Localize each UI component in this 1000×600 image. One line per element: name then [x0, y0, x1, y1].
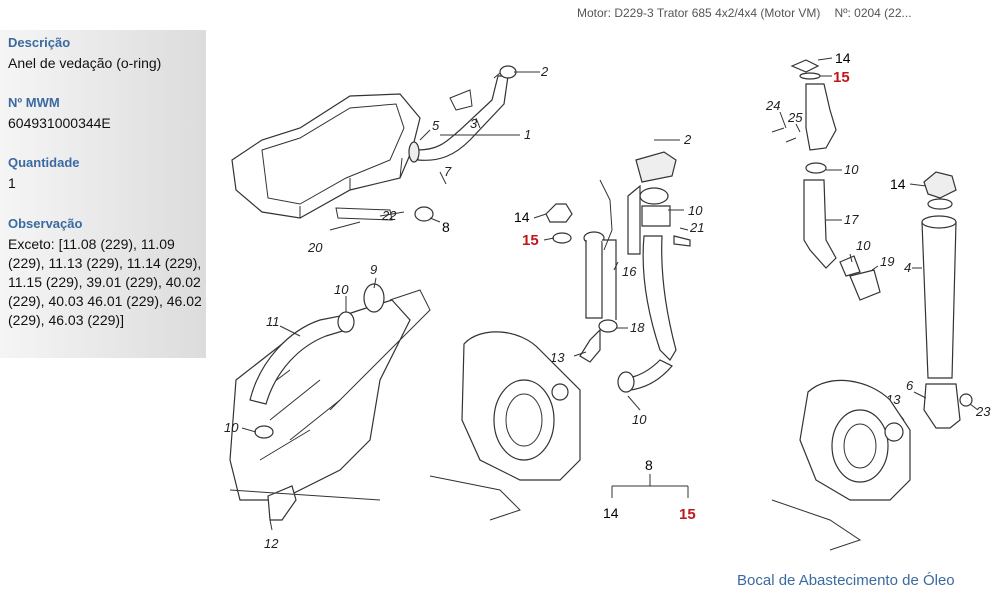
tree-parent-8: 8 [645, 457, 653, 473]
callout-24: 24 [765, 98, 780, 113]
callout-10-left-bottom: 10 [224, 420, 239, 435]
callout-14-right-top: 14 [835, 50, 851, 66]
engine-block-left [229, 283, 431, 521]
tree-child-14: 14 [603, 505, 619, 521]
callout-6: 6 [906, 378, 914, 393]
callout-15-right-top: 15 [833, 69, 850, 86]
engine-block-right [771, 379, 911, 551]
drawing-number: Nº: 0204 (22... [834, 6, 912, 20]
callout-8: 8 [442, 219, 450, 235]
callout-14-right: 14 [890, 176, 906, 192]
callout-17: 17 [844, 212, 859, 227]
callout-23: 23 [975, 404, 991, 419]
callout-16: 16 [622, 264, 637, 279]
callout-5: 5 [432, 118, 440, 133]
page-header: Motor: D229-3 Trator 685 4x2/4x4 (Motor … [577, 6, 912, 20]
observation-value: Exceto: [11.08 (229), 11.09 (229), 11.13… [8, 236, 202, 328]
callout-12: 12 [264, 536, 279, 551]
quantity-label: Quantidade [8, 155, 80, 170]
callout-14-center: 14 [514, 209, 530, 225]
callout-19: 19 [880, 254, 894, 269]
observation-label: Observação [8, 216, 83, 231]
callout-2: 2 [540, 64, 549, 79]
kit-tree-diagram: 8 14 15 [603, 457, 696, 523]
oil-pan-drawing [231, 93, 434, 222]
diagram-title: Bocal de Abastecimento de Óleo [737, 572, 955, 589]
callout-10-center-bottom: 10 [632, 412, 647, 427]
callout-9: 9 [370, 262, 377, 277]
callout-4: 4 [904, 260, 911, 275]
callout-21: 21 [689, 220, 704, 235]
mwm-number-label: Nº MWM [8, 95, 60, 110]
callout-22: 22 [381, 208, 397, 223]
callout-7: 7 [444, 164, 452, 179]
quantity-value: 1 [8, 175, 16, 191]
oil-pan-leader-lines [329, 71, 540, 231]
callout-10-right-top: 10 [844, 162, 859, 177]
callout-1: 1 [524, 127, 531, 142]
callout-2-center: 2 [683, 132, 692, 147]
callout-10-center-top: 10 [688, 203, 703, 218]
callout-11: 11 [266, 314, 280, 329]
tree-child-15: 15 [679, 506, 696, 523]
callout-15-center: 15 [522, 232, 539, 249]
description-value: Anel de vedação (o-ring) [8, 55, 162, 71]
callout-20: 20 [307, 240, 323, 255]
callout-25: 25 [787, 110, 803, 125]
right-filler-assembly [771, 59, 973, 429]
engine-label: Motor: D229-3 Trator 685 4x2/4x4 (Motor … [577, 6, 821, 20]
left-block-leader-lines [241, 277, 377, 531]
engine-block-center [429, 331, 581, 521]
description-label: Descrição [8, 35, 71, 50]
callout-3: 3 [470, 116, 478, 131]
center-filler-assembly [545, 151, 691, 393]
callout-10-left-top: 10 [334, 282, 349, 297]
filler-tube-1 [408, 65, 517, 185]
mwm-number-value: 604931000344E [8, 115, 111, 131]
callout-13-center: 13 [550, 350, 565, 365]
callout-10-right-middle: 10 [856, 238, 871, 253]
callout-18: 18 [630, 320, 645, 335]
part-details-panel: Descrição Anel de vedação (o-ring) Nº MW… [0, 30, 206, 358]
center-leader-lines [533, 139, 689, 411]
